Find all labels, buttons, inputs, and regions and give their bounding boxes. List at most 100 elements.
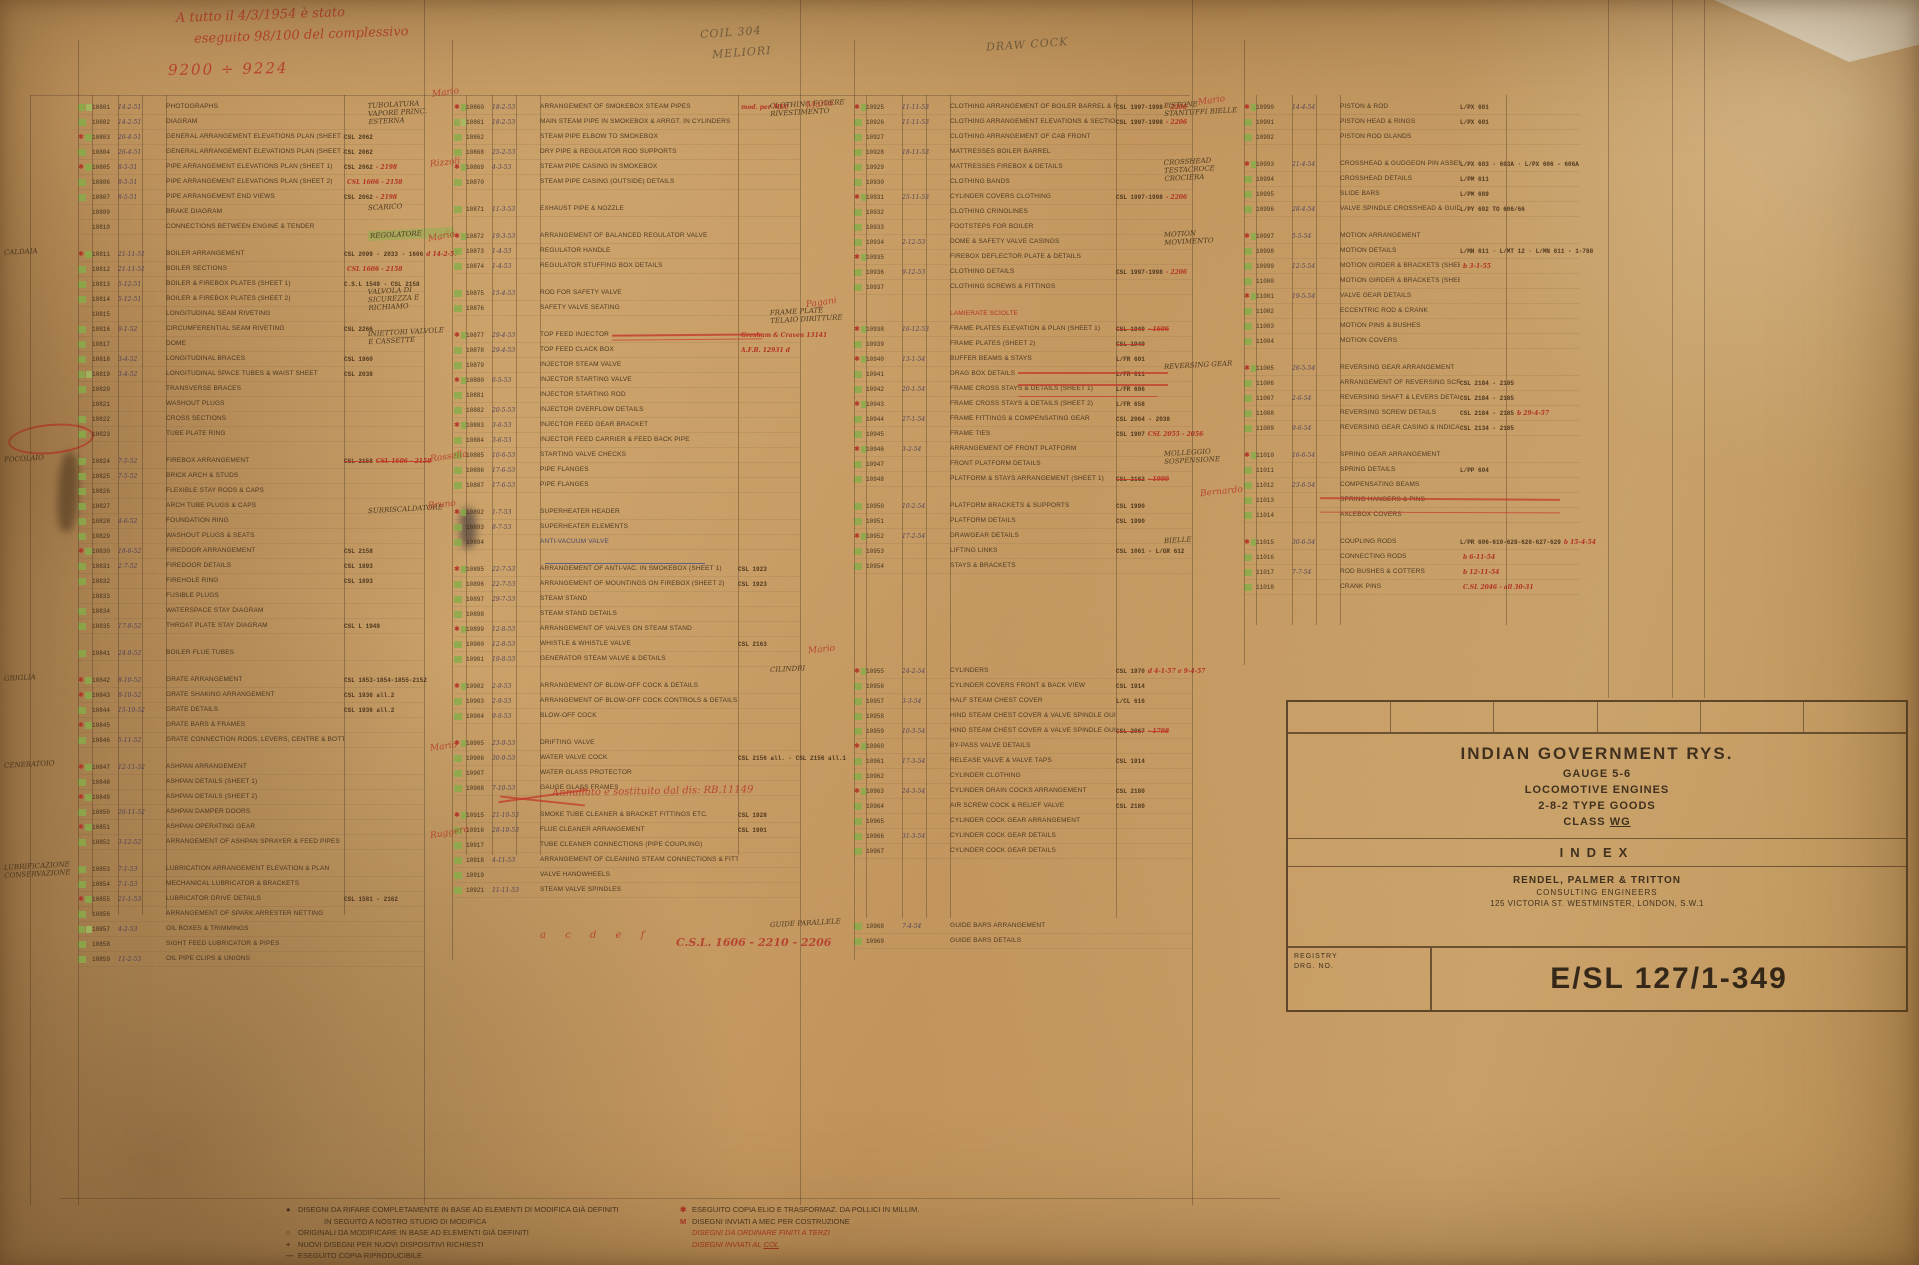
green-check-mark — [854, 163, 862, 171]
green-check-mark — [860, 253, 866, 261]
red-handwritten-reference: A.F.B. 12931 d — [741, 346, 790, 354]
drawing-serial-number: 10951 — [866, 517, 885, 525]
drawing-serial-number: 10936 — [866, 268, 885, 276]
entry-date: 17-3-54 — [902, 757, 926, 765]
status-marks: ✱ — [854, 325, 866, 333]
drawing-description: FRAME FITTINGS & COMPENSATING GEAR — [950, 415, 1090, 422]
section-label: GRIGLIA — [3, 673, 36, 683]
entry-date: 29-4-53 — [492, 346, 516, 354]
green-check-mark — [78, 562, 86, 570]
rule-line — [30, 95, 1190, 96]
drawing-serial-number: 10827 — [92, 502, 111, 510]
drawing-description: FRAME TIES — [950, 430, 991, 437]
entry-date: 17-6-53 — [492, 466, 516, 474]
class-line: CLASS WG — [1288, 816, 1906, 828]
status-marks: ✱ — [454, 331, 466, 339]
drawing-description: STEAM PIPE CASING IN SMOKEBOX — [540, 163, 658, 170]
green-check-mark — [854, 283, 862, 291]
drawing-serial-number: 10812 — [92, 265, 111, 273]
status-marks — [1244, 568, 1256, 576]
drawing-serial-number: 10940 — [866, 355, 885, 363]
green-check-mark — [84, 250, 92, 258]
drawing-description: CYLINDER COVERS CLOTHING — [950, 193, 1052, 200]
entry-date: 12-5-54 — [1292, 262, 1316, 270]
red-asterisk-mark: ✱ — [454, 565, 460, 573]
drawing-serial-number: 10868 — [466, 148, 485, 156]
red-asterisk-mark: ✱ — [78, 823, 84, 831]
drawing-description: DRY PIPE & REGULATOR ROD SUPPORTS — [540, 148, 677, 155]
entry-date: 8-5-51 — [118, 193, 138, 201]
drawing-description: BOILER SECTIONS — [166, 265, 228, 272]
rule-line — [30, 95, 31, 1205]
rule-line — [1192, 0, 1193, 1205]
status-marks — [454, 178, 466, 186]
green-check-mark — [1250, 103, 1256, 111]
drawing-description: CROSSHEAD DETAILS — [1340, 175, 1413, 182]
green-check-mark — [454, 784, 462, 792]
reference-number: L/PX 603 - 603A · L/PX 606 - 606A — [1460, 160, 1579, 168]
status-marks — [454, 523, 466, 531]
green-check-mark — [1244, 466, 1252, 474]
status-marks — [78, 355, 92, 363]
green-check-mark — [454, 610, 462, 618]
reference-number: CSL 2162- 1999 — [1116, 475, 1170, 483]
green-check-mark — [454, 769, 462, 777]
status-marks — [78, 370, 92, 378]
drawing-description: LIFTING LINKS — [950, 547, 998, 554]
red-handwritten-reference: - 2198 — [375, 193, 398, 201]
status-marks — [454, 754, 466, 762]
title-block-main: INDIAN GOVERNMENT RYS. GAUGE 5-6 LOCOMOT… — [1288, 734, 1906, 828]
status-marks — [454, 856, 466, 864]
green-check-mark — [454, 346, 462, 354]
green-check-mark — [854, 937, 862, 945]
rule-line — [516, 95, 517, 855]
drawing-serial-number: 10882 — [466, 406, 485, 414]
status-marks — [454, 580, 466, 588]
red-asterisk-mark: ✱ — [1244, 160, 1250, 168]
drawing-serial-number: 10875 — [466, 289, 485, 297]
entry-date: 21-11-51 — [118, 265, 145, 273]
green-check-mark — [460, 508, 466, 516]
drawing-description: PIPE ARRANGEMENT ELEVATIONS PLAN (SHEET … — [166, 178, 333, 185]
entry-date: 16-12-53 — [902, 325, 929, 333]
green-check-mark — [78, 193, 86, 201]
drawing-description: FIREBOX ARRANGEMENT — [166, 457, 250, 464]
drawing-description: WATER GLASS PROTECTOR — [540, 769, 632, 776]
drawing-description: GRATE CONNECTION RODS, LEVERS, CENTRE & … — [166, 736, 344, 743]
red-asterisk-mark: ✱ — [854, 742, 860, 750]
green-check-mark — [1244, 133, 1252, 141]
drawing-serial-number: 10895 — [466, 565, 485, 573]
status-marks — [1244, 337, 1256, 345]
drawing-serial-number: 10968 — [866, 922, 885, 930]
drawing-serial-number: 10874 — [466, 262, 485, 270]
status-marks — [78, 325, 92, 333]
status-marks — [78, 532, 92, 540]
drawing-description: AIR SCREW COCK & RELIEF VALVE — [950, 802, 1065, 809]
status-marks: ✱ — [78, 250, 92, 258]
rule-line — [424, 0, 425, 1205]
red-asterisk-mark: ✱ — [854, 355, 860, 363]
red-asterisk-mark: ✱ — [78, 133, 84, 141]
section-label: MOTION MOVIMENTO — [1163, 229, 1214, 247]
green-check-mark — [454, 133, 462, 141]
rule-line — [60, 1198, 1280, 1199]
section-label: TUBOLATURA VAPORE PRINC. ESTERNA — [367, 99, 428, 127]
